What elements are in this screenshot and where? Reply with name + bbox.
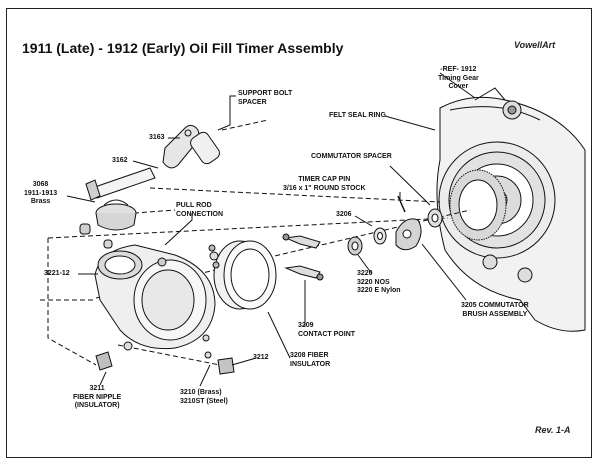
label-ref-cover: -REF- 1912 Timing Gear Cover bbox=[438, 66, 479, 90]
fiber-insulator-ring bbox=[208, 240, 277, 310]
label-3206: 3206 bbox=[336, 211, 352, 218]
felt-seal-ring bbox=[449, 169, 507, 241]
page-border bbox=[6, 8, 592, 458]
commutator-nuts bbox=[347, 227, 387, 256]
brush-assembly bbox=[395, 195, 443, 251]
support-bolt-assembly bbox=[85, 124, 220, 201]
timer-housing bbox=[94, 244, 216, 350]
label-3221-12: 3221-12 bbox=[44, 270, 70, 277]
small-hardware bbox=[79, 223, 235, 375]
label-3210: 3210 (Brass) 3210ST (Steel) bbox=[180, 389, 228, 405]
diagram-title: 1911 (Late) - 1912 (Early) Oil Fill Time… bbox=[22, 40, 344, 56]
label-commutator-spacer: COMMUTATOR SPACER bbox=[311, 153, 392, 160]
label-3211-fiber-nipple: 3211 FIBER NIPPLE (INSULATOR) bbox=[73, 385, 122, 409]
label-pull-rod-connection: PULL ROD CONNECTION bbox=[176, 202, 224, 218]
label-support-bolt-spacer: SUPPORT BOLT SPACER bbox=[238, 90, 293, 106]
label-3208-fiber-insulator: 3208 FIBER INSULATOR bbox=[290, 352, 331, 368]
contact-points bbox=[282, 233, 324, 281]
oil-fill-cap bbox=[95, 199, 137, 231]
label-3205-brush-assembly: 3205 COMMUTATOR BRUSH ASSEMBLY bbox=[461, 302, 529, 318]
revision-label: Rev. 1-A bbox=[535, 425, 571, 435]
label-3163: 3163 bbox=[149, 134, 165, 141]
leader-lines bbox=[66, 72, 476, 387]
label-3209-contact-point: 3209 CONTACT POINT bbox=[298, 322, 356, 338]
label-3162: 3162 bbox=[112, 157, 128, 164]
label-timer-cap-pin: TIMER CAP PIN 3/16 x 1" ROUND STOCK bbox=[283, 176, 366, 192]
label-3068: 3068 1911-1913 Brass bbox=[24, 181, 58, 205]
label-3220: 3220 3220 NOS 3220 E Nylon bbox=[357, 270, 401, 294]
label-3212: 3212 bbox=[253, 354, 269, 361]
brand-mark: VowellArt bbox=[514, 40, 556, 50]
label-felt-seal-ring: FELT SEAL RING bbox=[329, 112, 386, 119]
